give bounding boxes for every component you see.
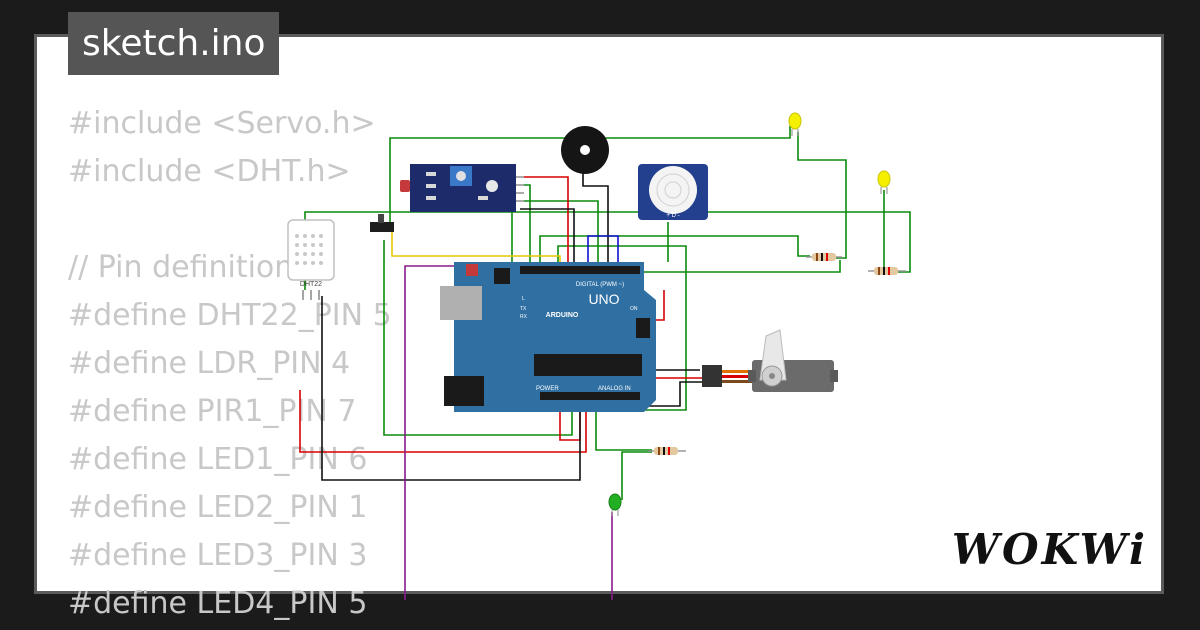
analog-label: ANALOG IN [598,386,631,392]
wire-black [582,168,609,262]
power-label: POWER [536,386,559,392]
code-line: #define DHT22_PIN 5 [68,298,392,333]
dht22-sensor[interactable]: DHT22 [287,219,335,300]
digital-label: DIGITAL (PWM ~) [576,282,624,288]
led-yellow-1[interactable] [788,112,802,136]
board-model: UNO [588,291,619,307]
ldr-module[interactable] [400,164,524,212]
wire-yellow [391,232,561,262]
servo-motor[interactable] [702,329,838,392]
wire-black [520,208,575,262]
board-brand: ARDUINO [546,312,579,319]
resistor[interactable] [806,253,842,261]
led-yellow-2[interactable] [877,170,891,194]
code-listing: #include <Servo.h> #include <DHT.h> // P… [68,100,392,628]
resistor[interactable] [648,447,686,455]
resistor[interactable] [868,267,906,275]
code-line: #define LED1_PIN 6 [68,442,368,477]
circuit-diagram: DHT22 + D - [287,112,911,600]
led-green[interactable] [608,493,622,516]
code-line: #include <DHT.h> [68,154,351,189]
pir-sensor[interactable]: + D - [638,164,708,220]
svg-text:+ D -: + D - [666,213,679,219]
tx-label: TX [520,306,527,312]
code-line: #define LED3_PIN 3 [68,538,368,573]
code-line: #include <Servo.h> [68,106,376,141]
code-line: // Pin definitions [68,250,309,285]
wire-green [520,184,531,262]
code-line: #define LED4_PIN 5 [68,586,368,621]
wire-green [383,240,573,436]
wokwi-logo: WOKWi [951,525,1148,574]
wire-black [321,296,581,481]
buzzer[interactable] [561,126,609,174]
slide-switch[interactable] [370,214,394,232]
on-label: ON [630,306,638,312]
wire-red [522,176,569,262]
wire-green [797,132,847,259]
code-line: #define PIR1_PIN 7 [68,394,357,429]
rx-label: RX [520,314,528,320]
wire-blue [587,235,619,262]
wire-green [621,451,652,500]
file-title-tab[interactable]: sketch.ino [68,12,280,75]
wire-red [299,390,587,453]
code-line: #define LED2_PIN 1 [68,490,368,525]
dht-label: DHT22 [300,281,322,288]
code-line: #define LDR_PIN 4 [68,346,351,381]
arduino-uno-board[interactable]: DIGITAL (PWM ~) UNO ARDUINO POWER ANALOG… [440,262,656,412]
wire-green [520,200,599,262]
l-label: L [522,296,525,302]
wire-green [539,235,810,262]
